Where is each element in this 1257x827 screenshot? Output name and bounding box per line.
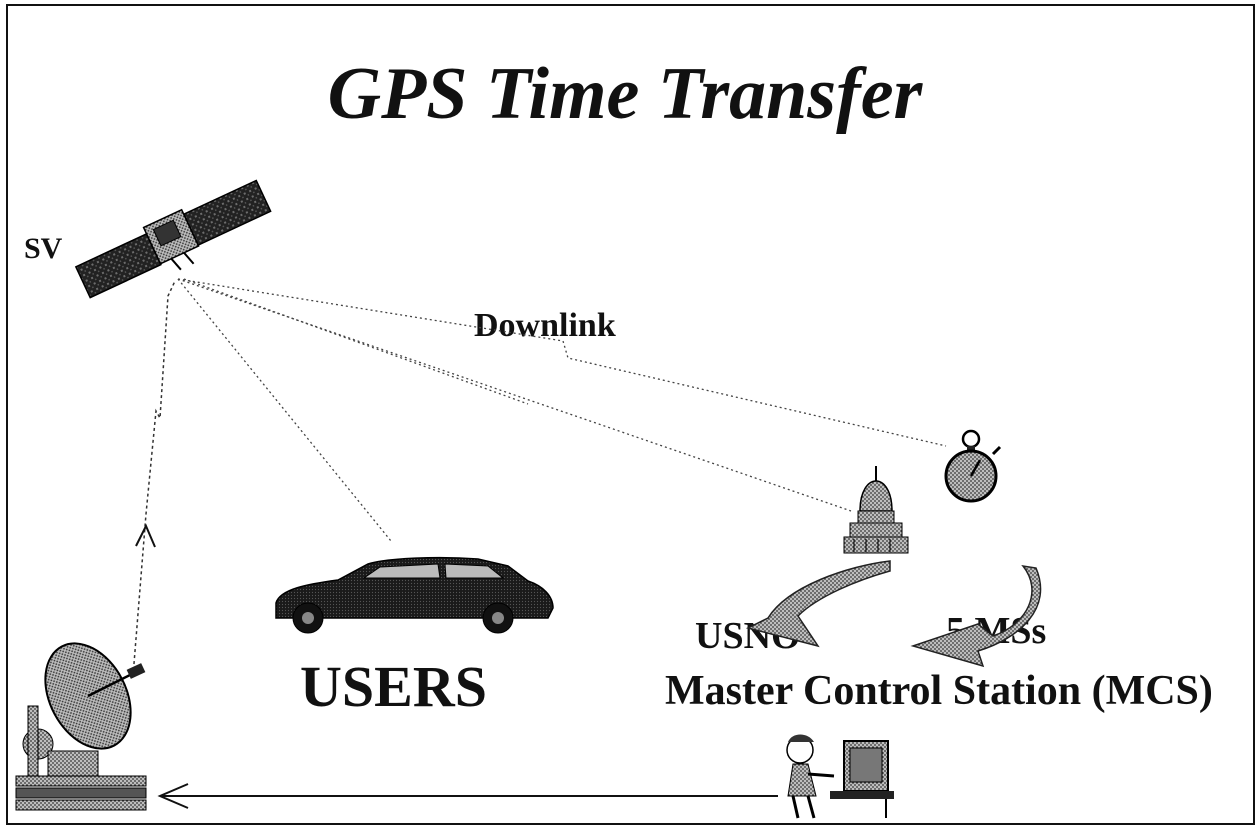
satellite-icon — [74, 179, 272, 299]
uplink-line — [132, 280, 176, 677]
downlink-beam-monitor-stations — [177, 278, 947, 447]
usno-to-mcs-arrow — [745, 560, 891, 648]
downlink-beam-users — [177, 278, 392, 542]
label-mcs: Master Control Station (MCS) — [665, 668, 1213, 714]
downlink-beam-usno — [177, 278, 852, 512]
label-sv: SV — [24, 232, 63, 265]
downlink-beams — [177, 278, 947, 542]
operator-at-terminal-icon — [786, 734, 894, 819]
capitol-building-icon — [843, 466, 909, 554]
page-title: GPS Time Transfer — [328, 53, 924, 135]
slide-frame: GPS Time Transfer SV Downlink USNO 5 MSs… — [6, 4, 1255, 825]
diagram-canvas: GPS Time Transfer SV Downlink USNO 5 MSs… — [15, 53, 1213, 819]
downlink-beam-extra — [183, 278, 529, 405]
label-users: USERS — [300, 654, 487, 719]
uplink-arrowhead — [135, 523, 156, 548]
mcs-to-antenna-arrow — [157, 783, 778, 809]
ground-antenna-icon — [15, 642, 147, 811]
monitor-stations-to-mcs-arrow — [910, 564, 1042, 668]
car-icon — [275, 556, 554, 634]
stopwatch-icon — [944, 429, 1002, 503]
